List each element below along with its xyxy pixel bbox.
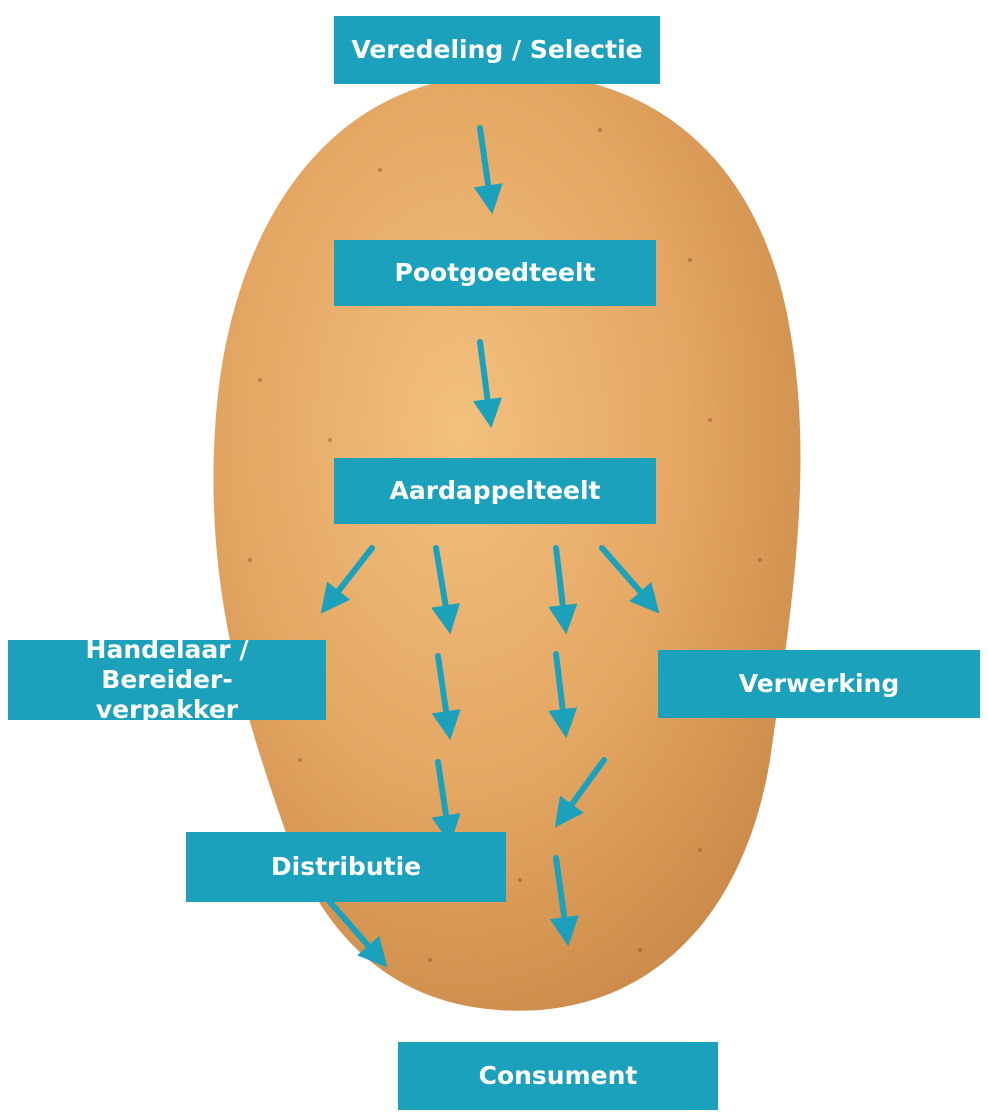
node-distributie-label: Distributie xyxy=(271,852,421,882)
node-consument: Consument xyxy=(398,1042,718,1110)
node-verwerking-label: Verwerking xyxy=(739,669,900,699)
node-pootgoedteelt-label: Pootgoedteelt xyxy=(395,258,596,288)
node-aardappelteelt-label: Aardappelteelt xyxy=(389,476,600,506)
node-handelaar-label-line2: verpakker xyxy=(96,695,238,725)
node-veredeling-label: Veredeling / Selectie xyxy=(351,35,642,65)
node-aardappelteelt: Aardappelteelt xyxy=(334,458,656,524)
node-pootgoedteelt: Pootgoedteelt xyxy=(334,240,656,306)
node-veredeling: Veredeling / Selectie xyxy=(334,16,660,84)
node-handelaar: Handelaar / Bereider- verpakker xyxy=(8,640,326,720)
node-consument-label: Consument xyxy=(479,1061,638,1091)
node-distributie: Distributie xyxy=(186,832,506,902)
node-handelaar-label-line1: Handelaar / Bereider- xyxy=(16,635,318,695)
node-verwerking: Verwerking xyxy=(658,650,980,718)
